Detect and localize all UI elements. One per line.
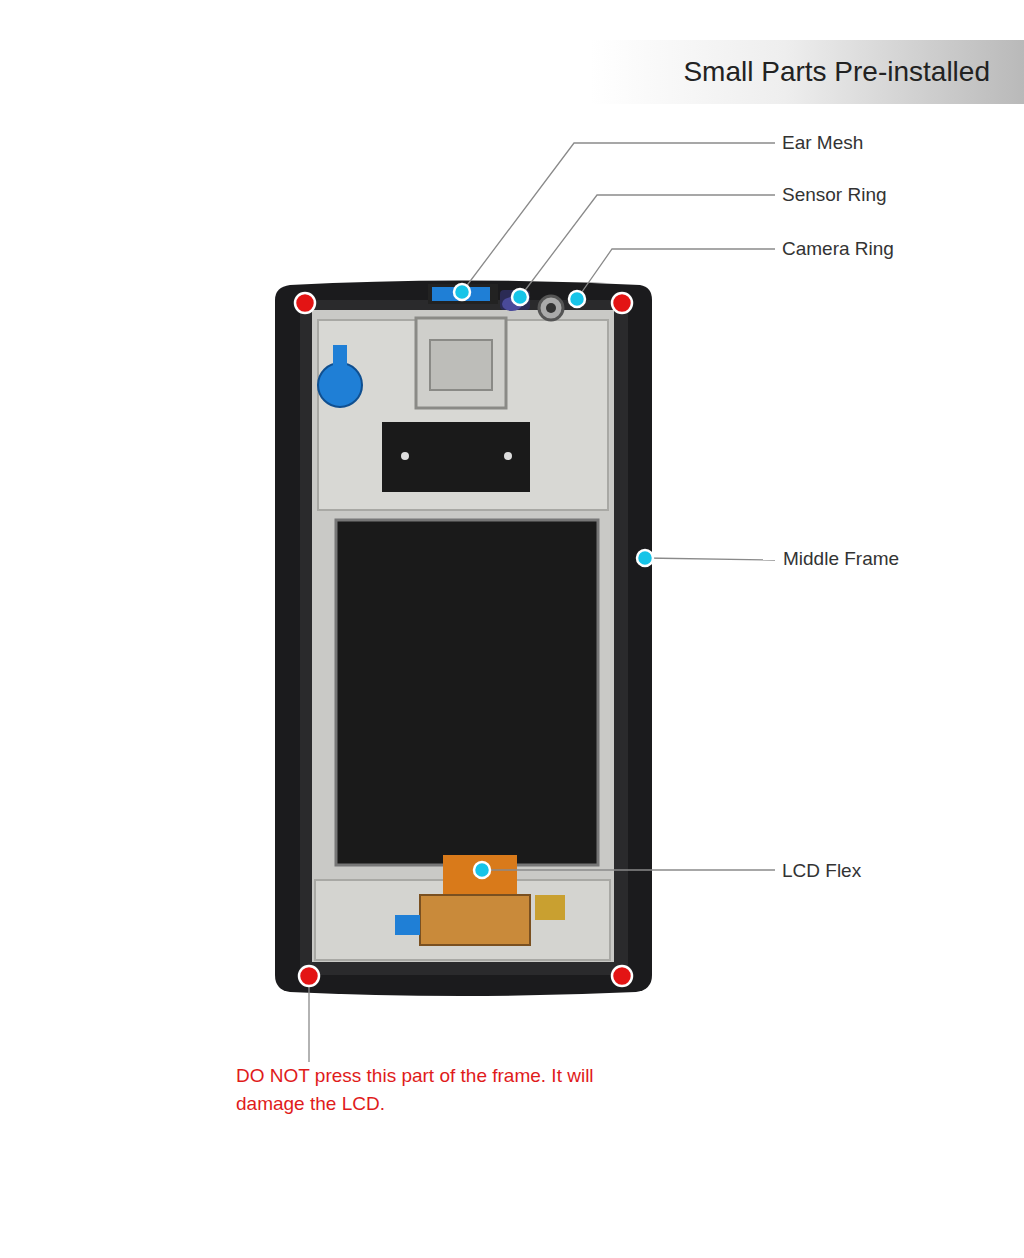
black-tape <box>382 422 530 492</box>
flex-tab <box>535 895 565 920</box>
part-label: Sensor Ring <box>782 183 887 207</box>
part-label: Camera Ring <box>782 237 894 261</box>
part-label: Middle Frame <box>783 547 899 571</box>
flex-connector <box>420 895 530 945</box>
hole <box>401 452 409 460</box>
lcd-flex <box>443 855 517 895</box>
lcd-back <box>336 520 598 865</box>
ear-slot <box>428 284 498 304</box>
part-label: Ear Mesh <box>782 131 863 155</box>
flex-tab <box>395 915 420 935</box>
part-label: LCD Flex <box>782 859 861 883</box>
hole <box>504 452 512 460</box>
title-band <box>590 40 1024 104</box>
bezel <box>275 281 652 997</box>
blue-pad <box>333 345 347 370</box>
leader-lines <box>309 143 775 1062</box>
warning-note: DO NOT press this part of the frame. It … <box>236 1062 608 1118</box>
camera-ring <box>539 296 563 320</box>
warning-dot <box>295 293 632 986</box>
bracket <box>430 340 492 390</box>
camera-lens <box>546 303 556 313</box>
callout-dot <box>454 284 653 878</box>
bracket <box>416 318 506 408</box>
sensor <box>500 290 530 310</box>
title: Small Parts Pre-installed <box>683 55 990 89</box>
frame-plate <box>318 320 608 510</box>
metal-frame <box>300 300 628 975</box>
frame-ribs <box>300 300 628 975</box>
